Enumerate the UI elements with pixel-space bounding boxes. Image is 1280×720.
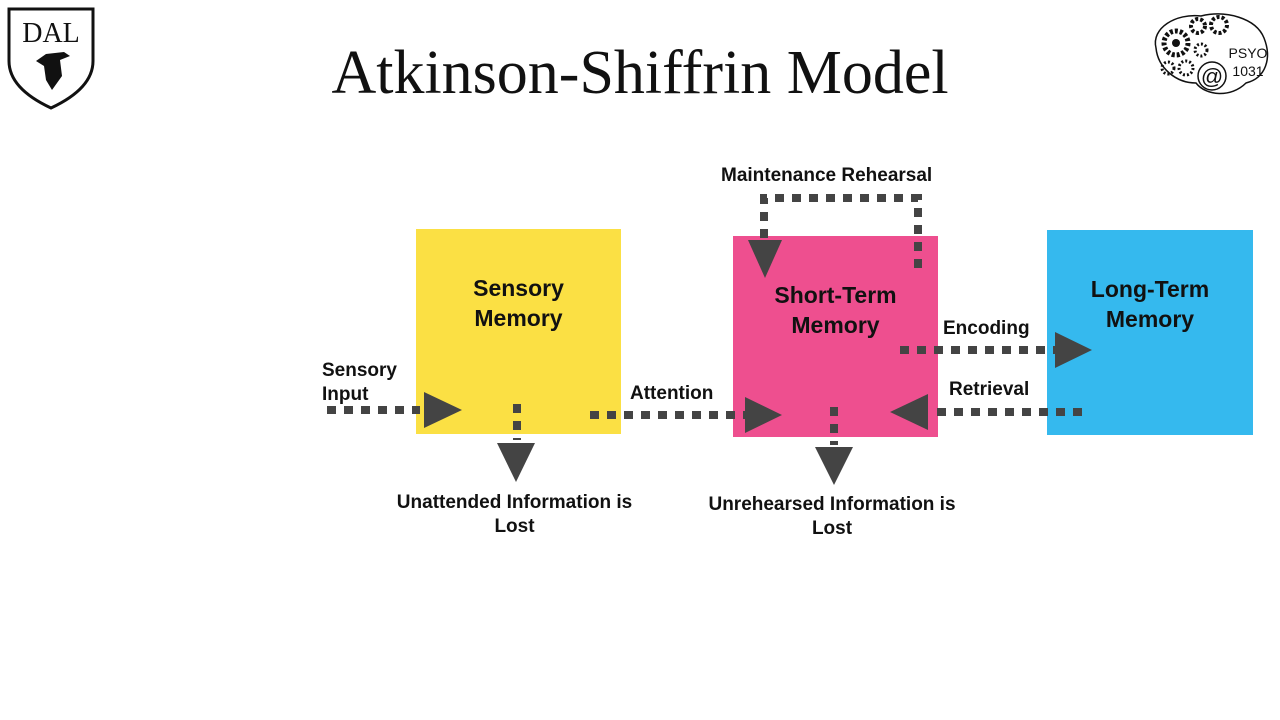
short-term-memory-label: Short-Term Memory [774,282,897,338]
retrieval-label: Retrieval [949,379,1030,400]
slide-title: Atkinson-Shiffrin Model [331,39,949,107]
brain-gears-icon: @ PSYO 1031 [1146,8,1274,103]
arrowhead-down-icon [497,443,535,482]
encoding-label: Encoding [943,318,1030,339]
svg-text:@: @ [1201,64,1223,89]
dalhousie-shield-icon: DAL [6,6,96,115]
arrowhead-right-icon [1055,332,1092,368]
long-term-memory-box: Long-Term Memory [1047,230,1253,435]
arrowhead-right-icon [745,397,782,433]
sensory-memory-label: Sensory Memory [473,275,564,331]
arrowhead-down-icon [748,240,782,278]
unattended-info-label: Unattended Information is Lost [396,492,633,537]
svg-text:DAL: DAL [22,18,80,49]
rehearsal-line [760,194,922,268]
long-term-memory-label: Long-Term Memory [1090,276,1210,332]
arrowhead-right-icon [424,392,462,428]
attention-label: Attention [630,383,714,404]
unrehearsed-info-label: Unrehearsed Information is Lost [708,494,956,539]
arrowhead-down-icon [815,447,853,485]
psyo-text: PSYO [1229,45,1268,61]
arrowhead-left-icon [890,394,928,430]
maintenance-rehearsal-label: Maintenance Rehearsal [721,165,933,186]
sensory-memory-box: Sensory Memory [416,229,621,434]
sensory-input-label: Sensory Input [322,360,397,405]
course-number-text: 1031 [1232,63,1263,79]
